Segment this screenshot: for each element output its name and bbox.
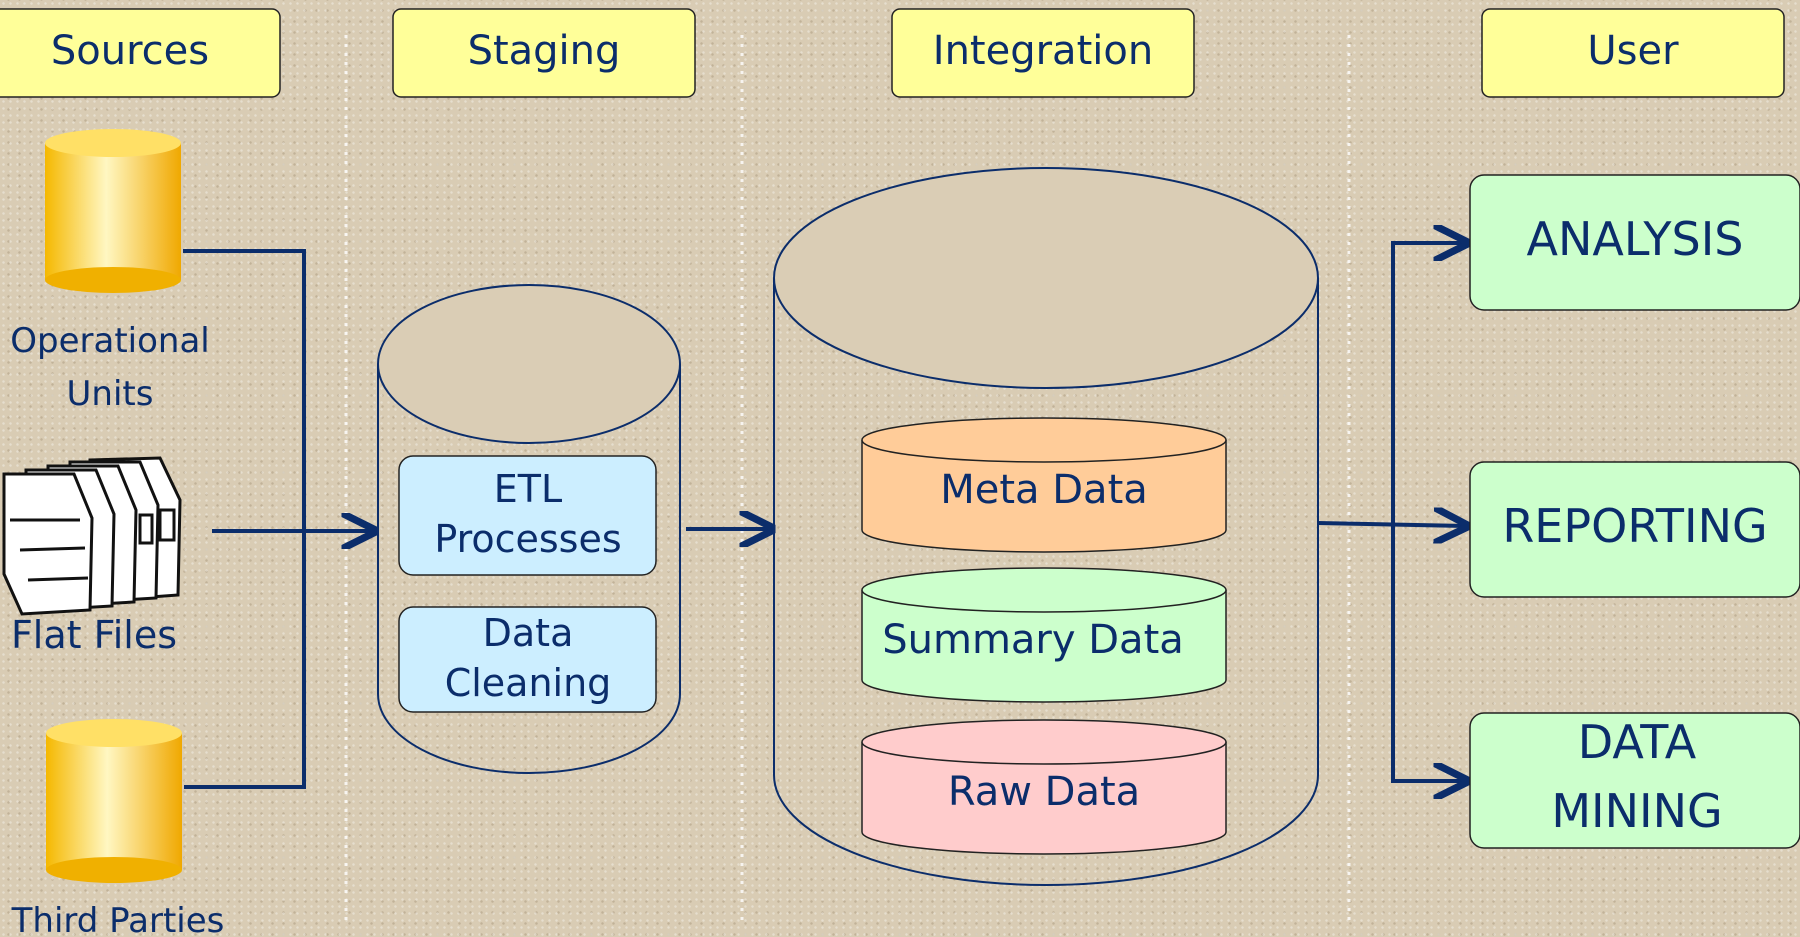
etl-processes-label-line1: ETL — [494, 467, 562, 511]
operational-units-label-line2: Units — [67, 374, 154, 414]
integration-cylinder — [773, 167, 1319, 886]
etl-processes-label-line2: Processes — [434, 517, 621, 561]
header-user: User — [1481, 8, 1785, 98]
data-cleaning-label-line2: Cleaning — [445, 661, 612, 705]
data-mining-label-line2: MINING — [1551, 784, 1722, 838]
data-mining-label-line1: DATA — [1578, 715, 1697, 769]
flat-files-icon — [2, 456, 182, 616]
operational-units-label-line1: Operational — [10, 321, 209, 361]
header-sources-label: Sources — [51, 28, 209, 74]
raw-data-store: Raw Data — [861, 719, 1227, 855]
analysis-label: ANALYSIS — [1527, 212, 1744, 266]
operational-units-database-icon — [45, 129, 181, 293]
data-cleaning-box: Data Cleaning — [398, 606, 657, 713]
analysis-box: ANALYSIS — [1469, 174, 1800, 311]
staging-cylinder — [377, 284, 681, 774]
header-staging-label: Staging — [468, 28, 621, 74]
user-connector-lines — [1317, 243, 1468, 781]
meta-data-store: Meta Data — [861, 417, 1227, 553]
meta-data-label: Meta Data — [940, 467, 1148, 513]
reporting-label: REPORTING — [1502, 499, 1767, 553]
raw-data-label: Raw Data — [948, 769, 1140, 815]
header-integration-label: Integration — [933, 28, 1153, 74]
data-cleaning-label-line1: Data — [483, 611, 574, 655]
data-mining-box: DATA MINING — [1469, 712, 1800, 849]
header-user-label: User — [1587, 28, 1679, 74]
flat-files-label: Flat Files — [11, 613, 177, 657]
third-parties-database-icon — [46, 719, 182, 883]
third-parties-label: Third Parties — [11, 901, 225, 937]
column-separators — [344, 35, 1351, 920]
summary-data-store: Summary Data — [861, 567, 1227, 703]
reporting-box: REPORTING — [1469, 461, 1800, 598]
summary-data-label: Summary Data — [882, 617, 1184, 663]
header-sources: Sources — [0, 8, 281, 98]
header-integration: Integration — [891, 8, 1195, 98]
header-staging: Staging — [392, 8, 696, 98]
sources-connector-lines — [183, 249, 374, 789]
etl-processes-box: ETL Processes — [398, 455, 657, 576]
